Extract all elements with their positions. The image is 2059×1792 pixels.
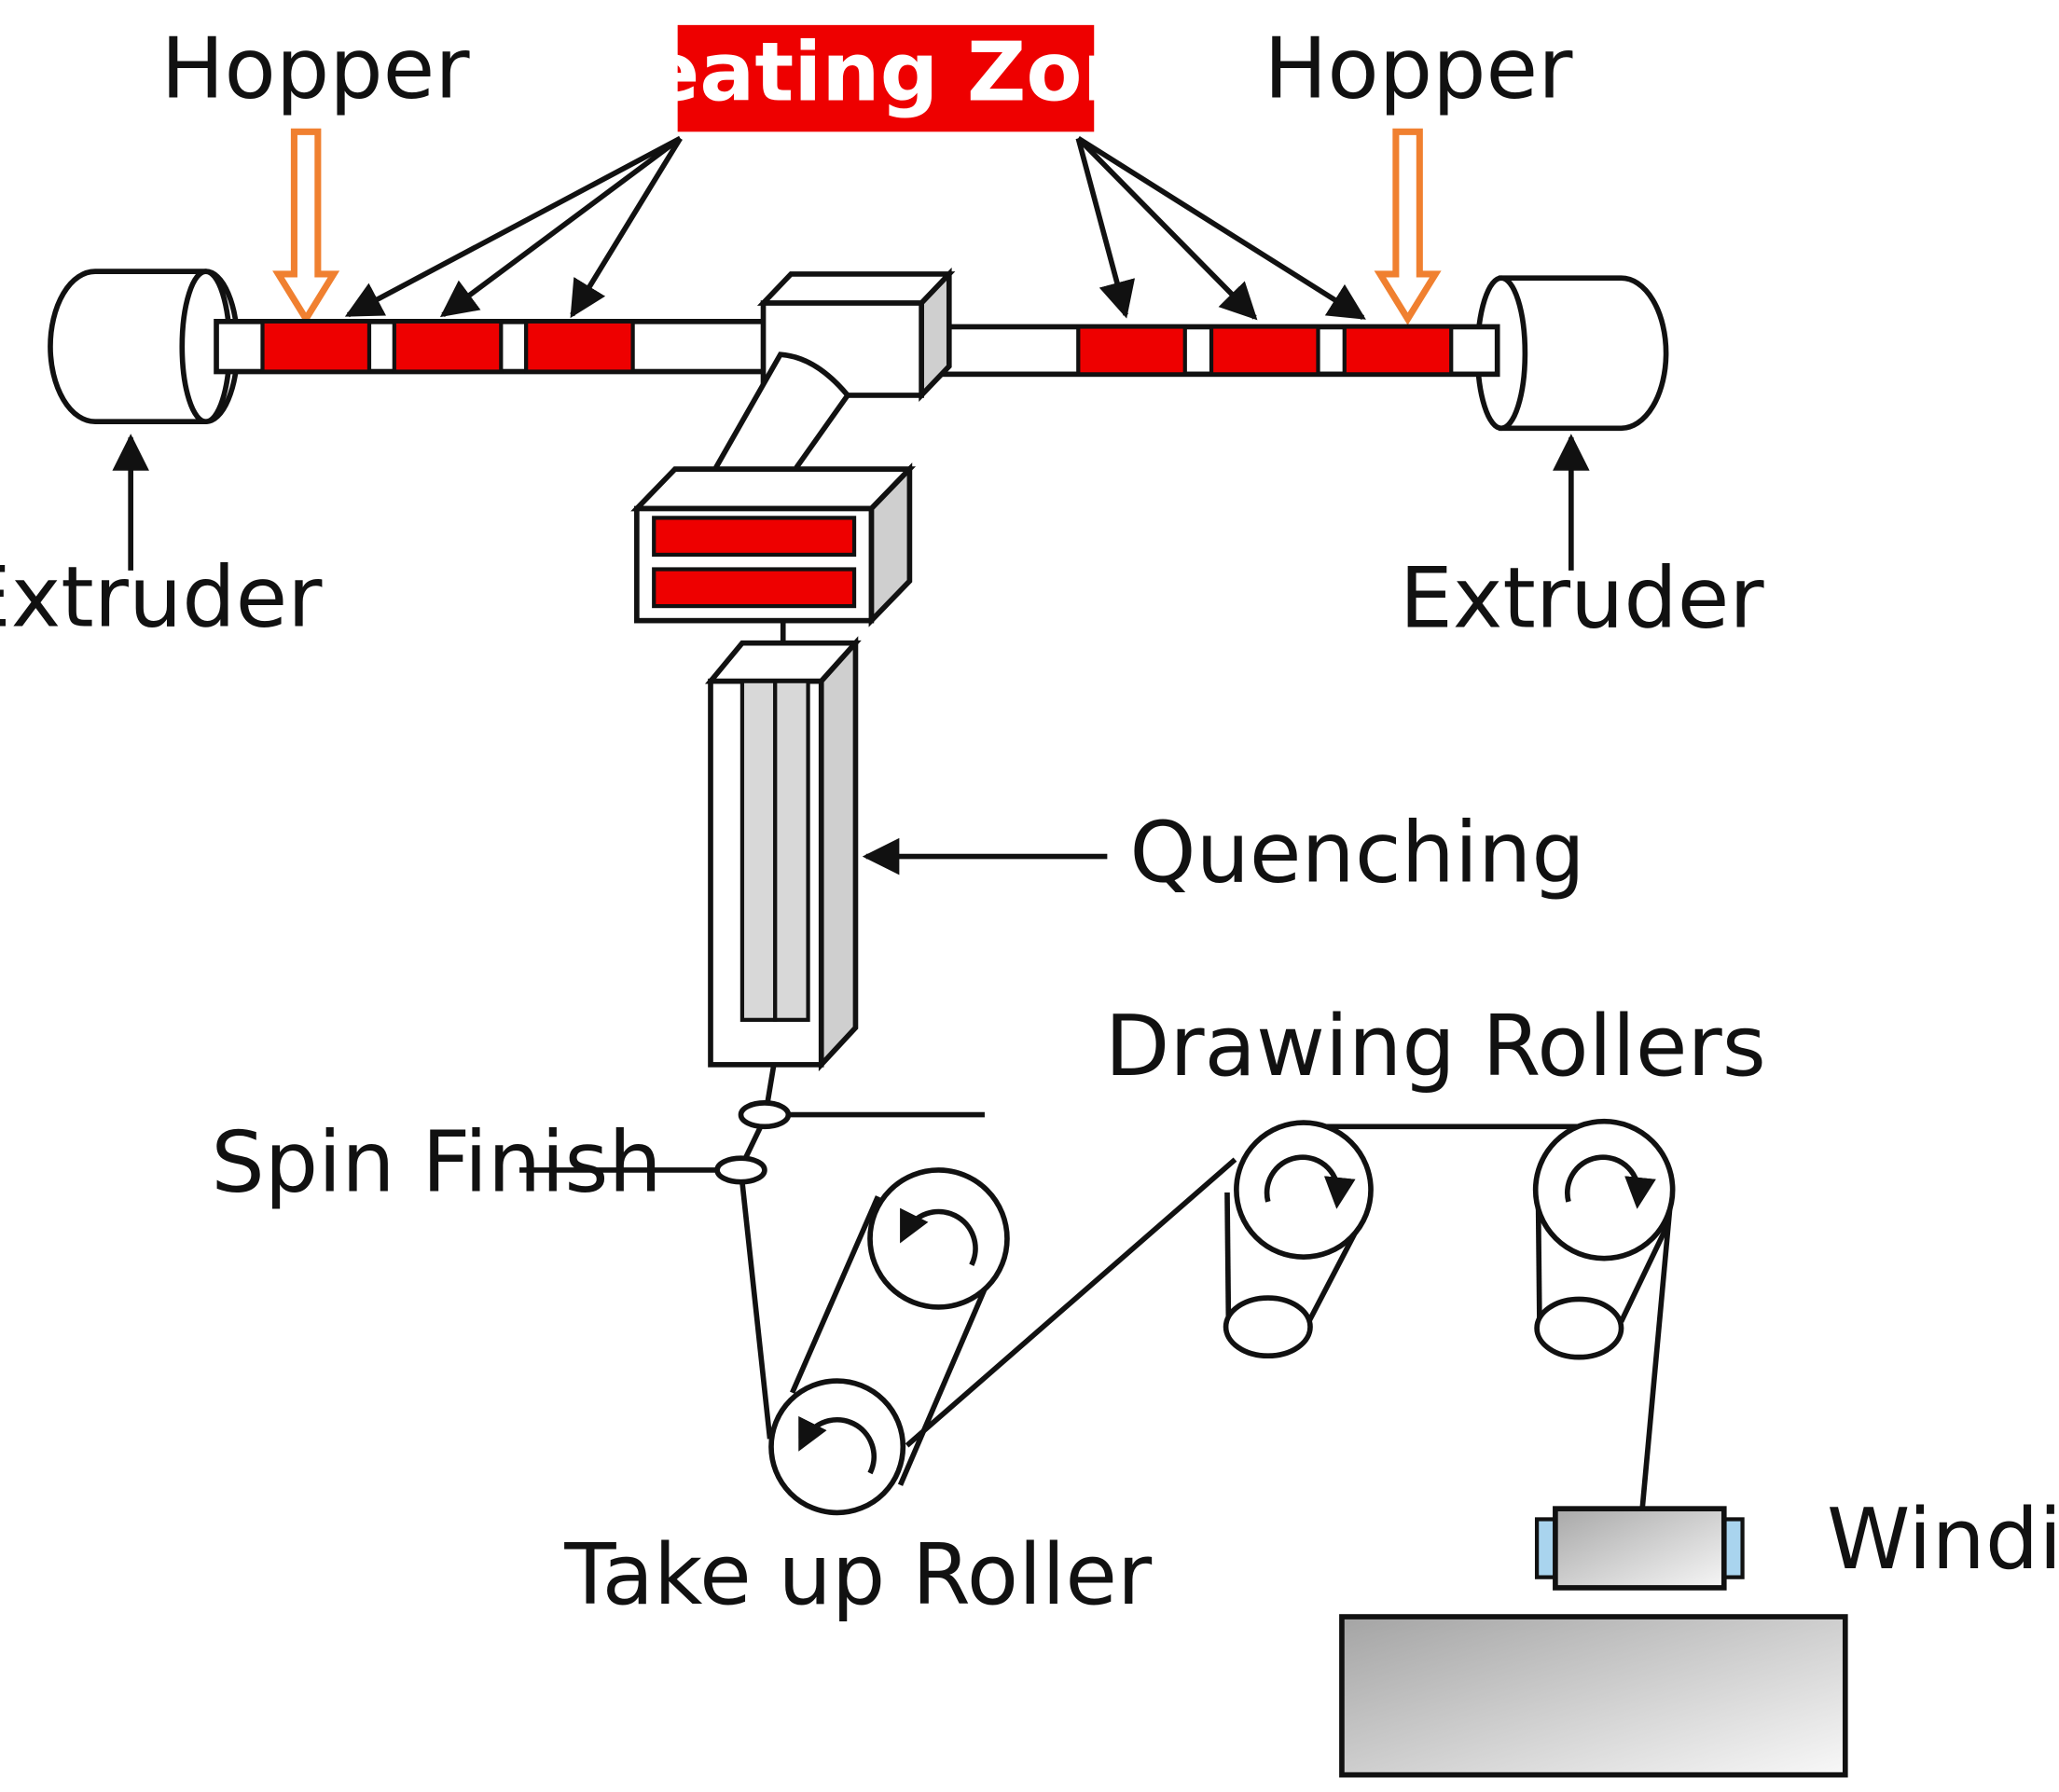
quenching-label: Quenching [1129, 804, 1584, 902]
quench-chamber [704, 636, 862, 1072]
hopper-left-label: Hopper [161, 21, 471, 118]
heater-band [1342, 324, 1454, 377]
heating-zone-box [677, 24, 1095, 132]
idler-roller-right [1534, 1296, 1624, 1360]
junction-block [756, 267, 956, 403]
extruder-left-label: Extruder [0, 548, 323, 646]
winder-base [1339, 1614, 1848, 1778]
hopper-right-label: Hopper [1264, 21, 1573, 118]
heater-band [652, 567, 857, 609]
bobbin [1553, 1506, 1727, 1591]
heater-band [524, 319, 635, 374]
winding-unit: Winding [1339, 1491, 2059, 1778]
heater-band [1209, 324, 1320, 377]
take-up-roller-label: Take up Roller [563, 1526, 1153, 1624]
spin-pack [630, 462, 917, 627]
pointer-arrow-icon [439, 136, 683, 318]
hopper-right: Hopper [1264, 21, 1573, 325]
winding-label: Winding [1827, 1491, 2059, 1589]
filament-line [764, 1064, 777, 1105]
feed-pipe [713, 352, 851, 470]
guide-ring [738, 1100, 792, 1130]
spin-finish-guides: Spin Finish [211, 1064, 985, 1212]
extruder-right-callout: Extruder [1400, 434, 1765, 648]
barrel-right [935, 324, 1500, 378]
curved-arrow-icon [1264, 1154, 1356, 1209]
heating-zone-text: Heating Zone [576, 24, 1196, 119]
spin-finish-label: Spin Finish [211, 1114, 661, 1212]
thread-path [739, 1123, 1675, 1509]
drawing-roller-right [1532, 1118, 1676, 1261]
extruder-left-drum [48, 269, 241, 425]
hopper-left: Hopper [161, 21, 471, 325]
curved-arrow-icon [1564, 1154, 1656, 1209]
pointer-arrow-icon [344, 135, 682, 318]
heater-band [652, 516, 857, 558]
idler-roller-left [1223, 1295, 1313, 1359]
take-up-roller-upper [867, 1167, 1010, 1310]
extruder-right-drum [1474, 275, 1669, 432]
take-up-roller-lower [768, 1378, 906, 1516]
heating-zone-label: Heating Zone [576, 24, 1196, 132]
barrel-left [214, 319, 776, 375]
extruder-right-label: Extruder [1400, 550, 1765, 648]
drawing-roller-left [1234, 1120, 1374, 1261]
filament-line [742, 1125, 764, 1161]
curved-arrow-icon [900, 1207, 978, 1266]
quenching-callout: Quenching [862, 804, 1585, 902]
guide-ring [714, 1155, 767, 1185]
pointer-arrow-icon [1075, 137, 1136, 319]
pointer-arrow-icon [1076, 135, 1366, 320]
heating-zone-pointers [344, 135, 1366, 321]
pointer-arrow-icon [1076, 136, 1258, 321]
heater-band [392, 319, 504, 374]
pointer-arrow-icon [570, 136, 683, 319]
heater-band [1076, 324, 1187, 377]
extruder-left-callout: Extruder [0, 434, 323, 646]
curved-arrow-icon [798, 1415, 877, 1475]
drawing-rollers-label: Drawing Rollers [1105, 998, 1766, 1096]
heater-band [260, 319, 372, 374]
hopper-arrow-icon [1374, 128, 1442, 325]
hopper-arrow-icon [272, 128, 340, 325]
